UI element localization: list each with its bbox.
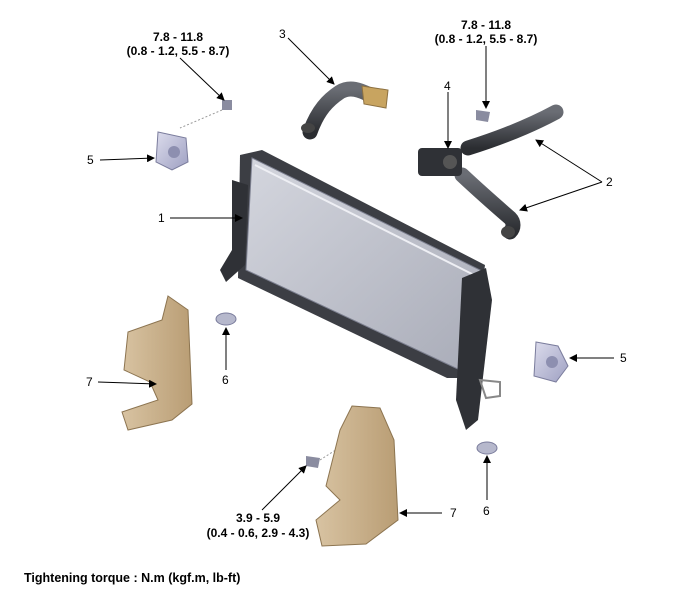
- air-guard-bottom: [315, 405, 399, 547]
- torque-units-footnote: Tightening torque : N.m (kgf.m, lb-ft): [24, 571, 241, 585]
- insulator-right: [476, 441, 498, 455]
- torque-upper-left-line2: (0.8 - 1.2, 5.5 - 8.7): [127, 44, 230, 58]
- lower-hose: [454, 104, 564, 240]
- mount-upper-left: [155, 131, 189, 171]
- callout-6-left: 6: [222, 373, 229, 387]
- insulator-left: [215, 312, 237, 326]
- torque-upper-left-line1: 7.8 - 11.8: [153, 30, 203, 44]
- bolt-upper-right: [476, 110, 490, 122]
- callout-7-left: 7: [86, 375, 93, 389]
- bolt-upper-left: [179, 100, 232, 129]
- mount-right: [533, 341, 569, 383]
- callout-1: 1: [158, 211, 165, 225]
- callout-2: 2: [606, 175, 613, 189]
- callout-4: 4: [444, 79, 451, 93]
- torque-bottom-line1: 3.9 - 5.9: [236, 511, 280, 525]
- air-guard-left: [121, 295, 193, 431]
- callout-6-right: 6: [483, 504, 490, 518]
- callout-5-upper-left: 5: [87, 153, 94, 167]
- callout-7-bottom: 7: [450, 506, 457, 520]
- callout-3: 3: [279, 27, 286, 41]
- callout-5-right: 5: [620, 351, 627, 365]
- valve-housing: [418, 148, 462, 176]
- radiator: [220, 150, 501, 430]
- torque-upper-right-line1: 7.8 - 11.8: [461, 18, 511, 32]
- upper-hose: [301, 81, 389, 140]
- torque-upper-right-line2: (0.8 - 1.2, 5.5 - 8.7): [435, 32, 538, 46]
- leader-lines: [97, 37, 614, 517]
- torque-bottom-line2: (0.4 - 0.6, 2.9 - 4.3): [207, 526, 310, 540]
